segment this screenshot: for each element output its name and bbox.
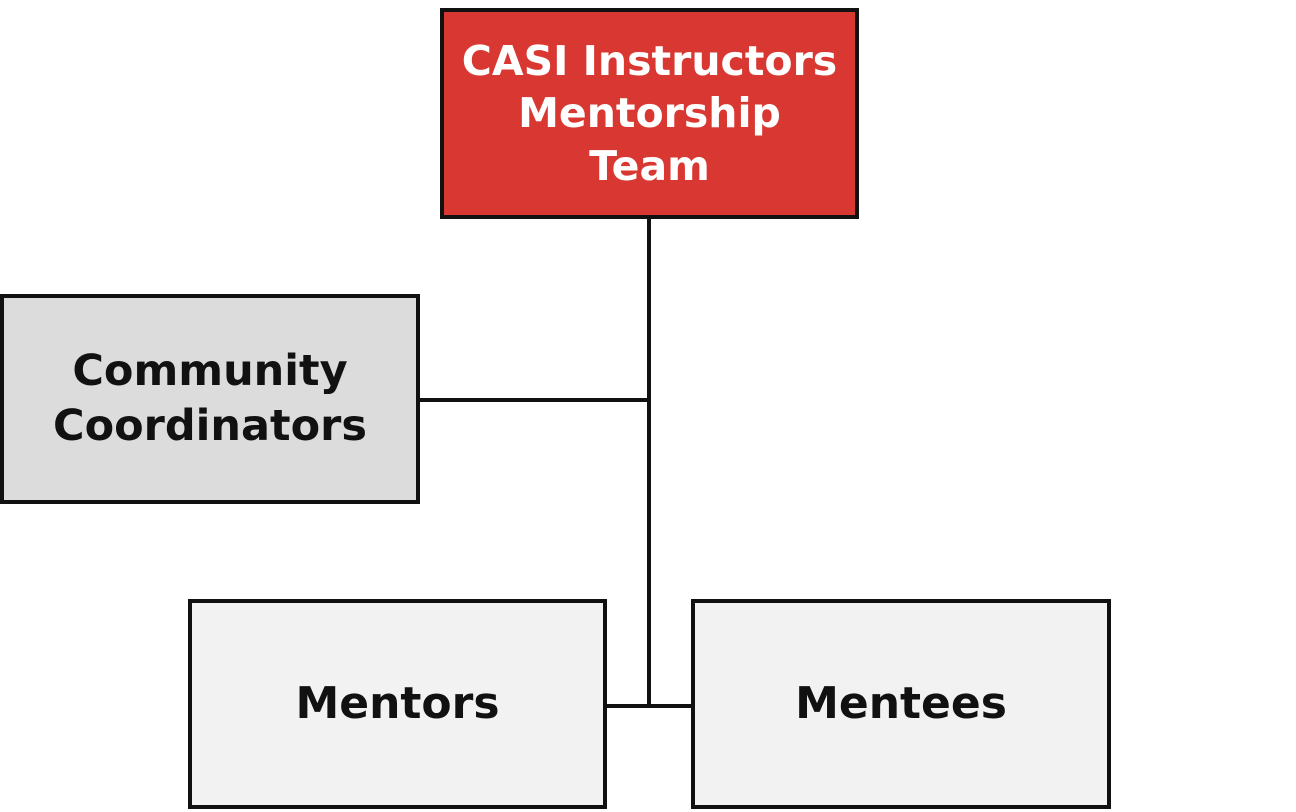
node-label-mentees: Mentees xyxy=(795,677,1007,729)
node-casi-instructors-mentorship-team: CASI Instructors Mentorship Team xyxy=(440,8,859,219)
node-label-community-coordinators: Community Coordinators xyxy=(53,344,367,454)
node-line: CASI Instructors xyxy=(461,36,838,85)
node-label-casi-instructors-mentorship-team: CASI Instructors Mentorship Team xyxy=(462,35,837,192)
node-line: Mentorship xyxy=(518,89,781,138)
node-community-coordinators: Community Coordinators xyxy=(0,294,420,504)
node-line: Coordinators xyxy=(53,401,367,451)
node-line: Community xyxy=(72,345,348,396)
node-label-mentors: Mentors xyxy=(295,677,500,729)
node-mentees: Mentees xyxy=(691,599,1111,809)
node-mentors: Mentors xyxy=(188,599,607,809)
node-line: Team xyxy=(589,141,710,190)
